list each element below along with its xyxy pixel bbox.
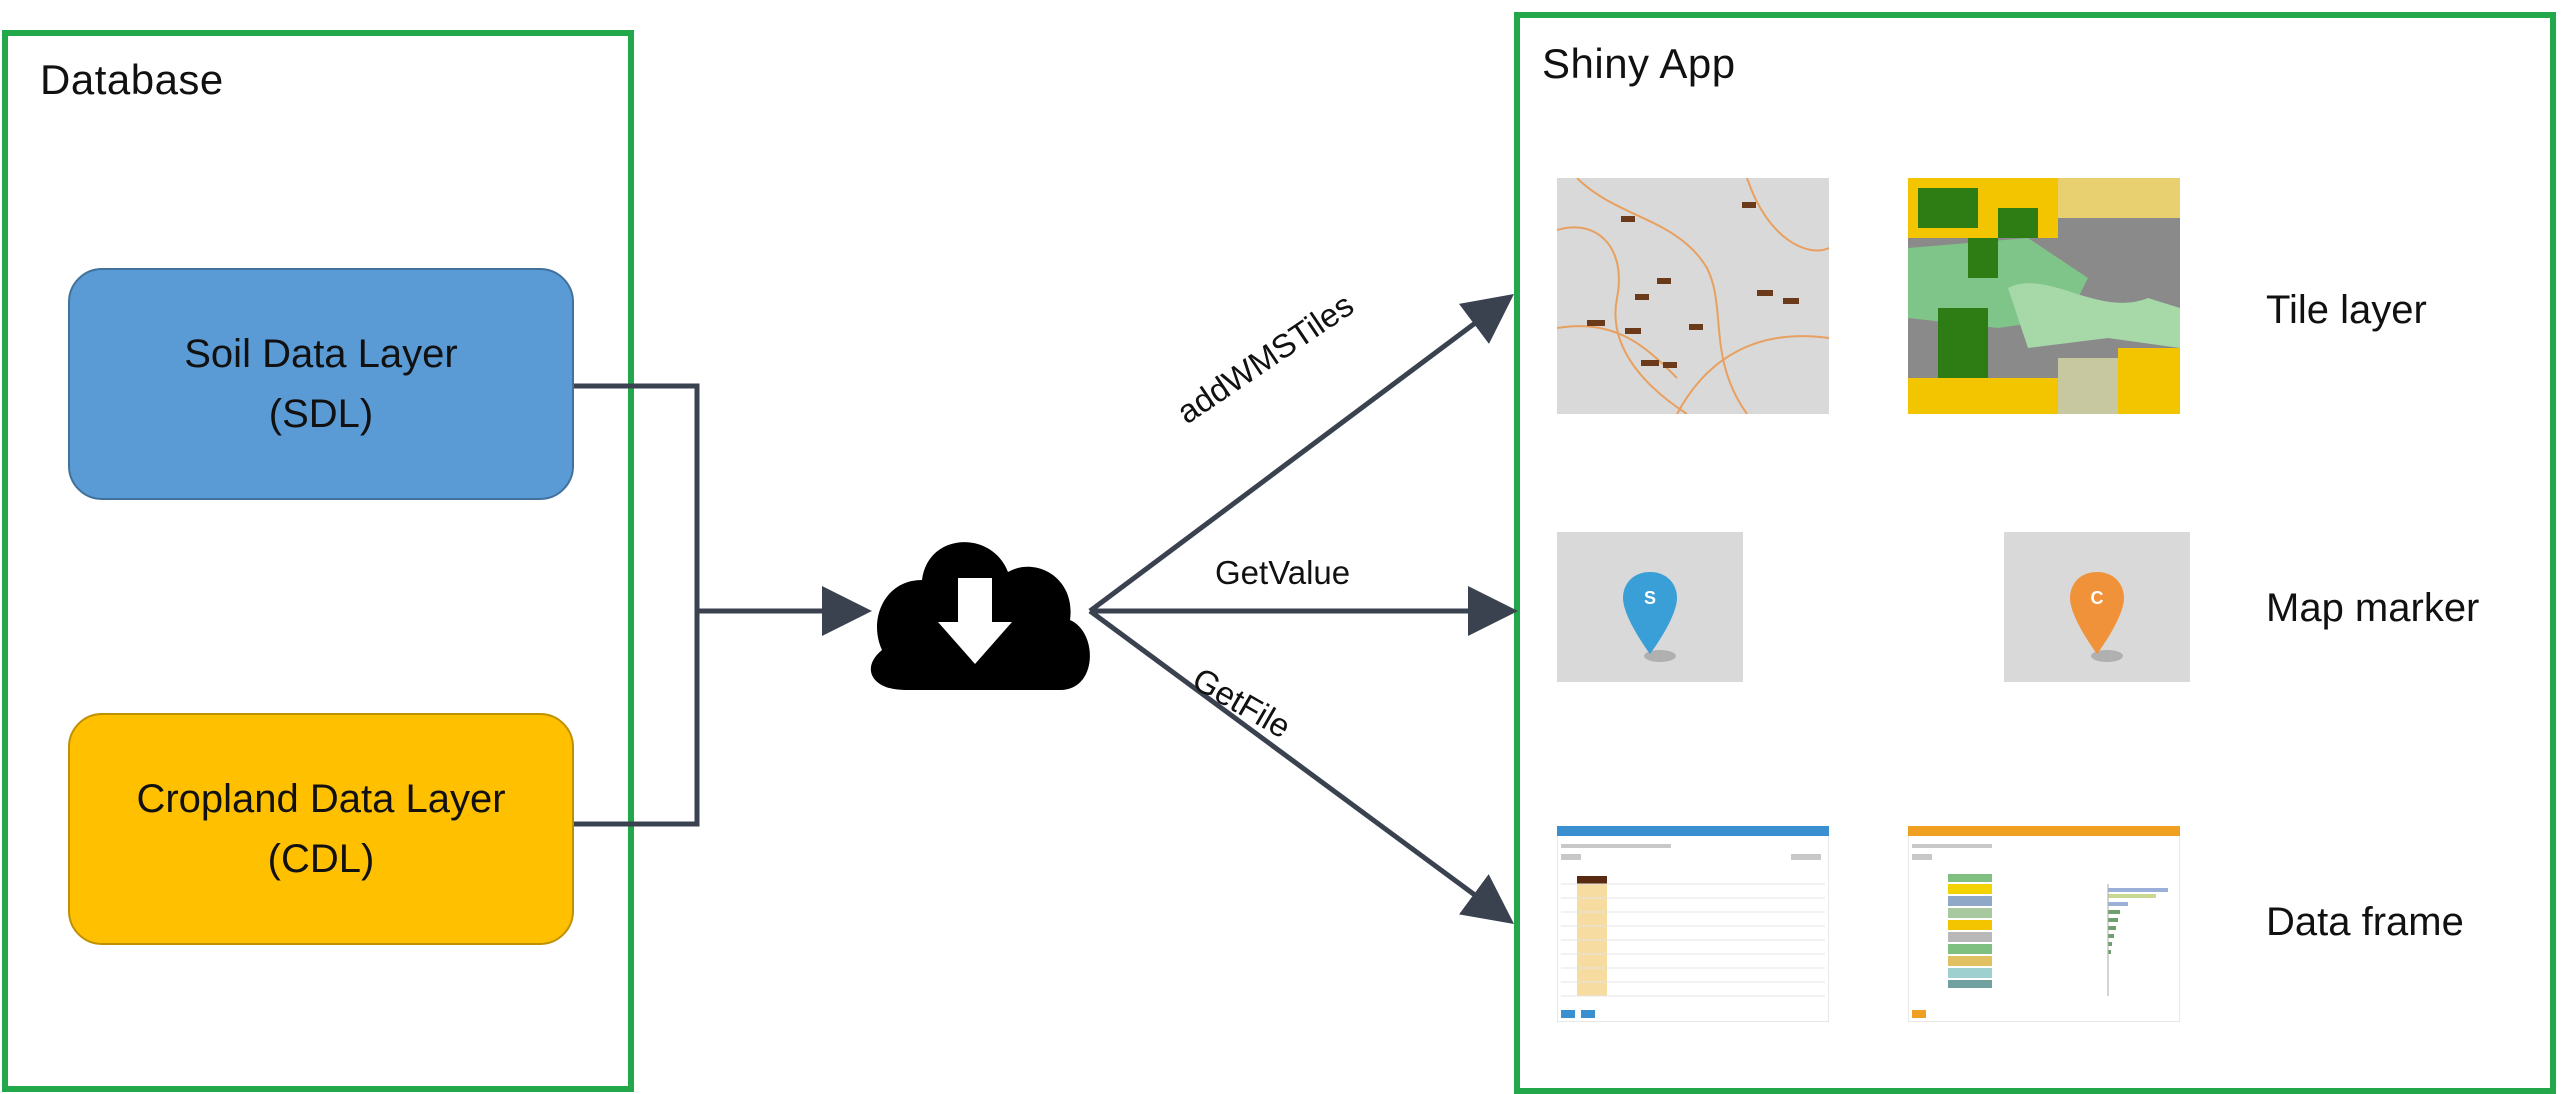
sdl-connector — [574, 383, 700, 827]
soil-marker-letter: S — [1644, 588, 1656, 608]
cropland-data-layer-box: Cropland Data Layer (CDL) — [68, 713, 574, 945]
database-panel: Database — [2, 30, 634, 1092]
shiny-app-panel: Shiny App — [1514, 12, 2556, 1094]
file-arrow — [1088, 608, 1515, 924]
data-frame-label: Data frame — [2266, 900, 2464, 944]
database-title: Database — [40, 56, 224, 103]
soil-data-layer-box: Soil Data Layer (SDL) — [68, 268, 574, 500]
soil-data-frame-thumbnail — [1557, 826, 1829, 1022]
crop-data-frame-thumbnail — [1908, 826, 2180, 1022]
wms-arrow — [1088, 294, 1515, 614]
cdl-label-line1: Cropland Data Layer — [136, 777, 506, 821]
cloud-download-icon — [870, 542, 1090, 690]
soil-marker-thumbnail: S — [1557, 532, 1743, 682]
sdl-label-line2: (SDL) — [268, 392, 374, 436]
map-marker-label: Map marker — [2266, 586, 2480, 630]
crop-marker-letter: C — [2091, 588, 2104, 608]
crop-marker-thumbnail: C — [2004, 532, 2190, 682]
cdl-label-line2: (CDL) — [267, 837, 375, 881]
sdl-label-line1: Soil Data Layer — [184, 332, 458, 376]
getvalue-label: GetValue — [1215, 554, 1351, 591]
shiny-app-title: Shiny App — [1542, 40, 1736, 87]
soil-tile-thumbnail — [1557, 178, 1829, 414]
cropland-tile-thumbnail — [1908, 178, 2180, 414]
tile-layer-label: Tile layer — [2266, 288, 2427, 332]
